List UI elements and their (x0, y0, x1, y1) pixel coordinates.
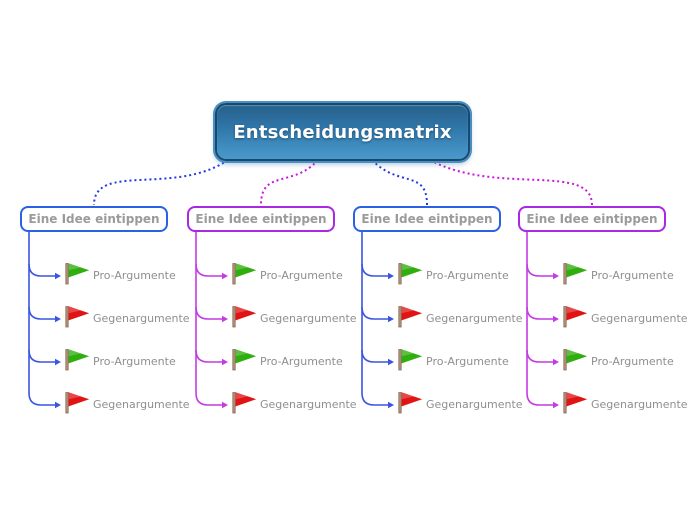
argument-label: Pro-Argumente (93, 268, 176, 282)
pro-flag-icon (563, 349, 588, 371)
pro-flag-icon (232, 263, 257, 285)
contra-flag-icon (232, 392, 257, 414)
pro-flag-icon (232, 349, 257, 371)
argument-node[interactable]: Gegenargumente (397, 391, 523, 417)
root-connector-idea-4 (429, 159, 593, 206)
branch-line (526, 349, 554, 363)
branch-lines-layer (28, 232, 559, 409)
argument-label: Gegenargumente (260, 397, 357, 411)
argument-node[interactable]: Pro-Argumente (231, 262, 343, 288)
arrowhead-icon (55, 358, 61, 366)
branch-line (526, 232, 554, 406)
arrowhead-icon (222, 358, 228, 366)
arrowhead-icon (553, 272, 559, 280)
branch-line (195, 306, 223, 320)
arrowhead-icon (553, 401, 559, 409)
pro-flag-icon (398, 349, 423, 371)
idea-node[interactable]: Eine Idee eintippen (20, 206, 168, 232)
branch-line (195, 349, 223, 363)
argument-label: Pro-Argumente (426, 354, 509, 368)
argument-node[interactable]: Gegenargumente (562, 391, 688, 417)
idea-node[interactable]: Eine Idee eintippen (518, 206, 666, 232)
arrowhead-icon (222, 401, 228, 409)
arrowhead-icon (222, 315, 228, 323)
arrowhead-icon (553, 358, 559, 366)
pro-flag-icon (65, 349, 90, 371)
arrowhead-icon (55, 315, 61, 323)
branch-line (361, 349, 389, 363)
argument-label: Gegenargumente (93, 397, 190, 411)
idea-node[interactable]: Eine Idee eintippen (187, 206, 335, 232)
contra-flag-icon (398, 306, 423, 328)
branch-line (361, 306, 389, 320)
arrowhead-icon (388, 358, 394, 366)
branch-line (28, 263, 56, 277)
contra-flag-icon (65, 392, 90, 414)
argument-node[interactable]: Gegenargumente (397, 305, 523, 331)
branch-line (361, 232, 389, 406)
argument-label: Pro-Argumente (591, 354, 674, 368)
argument-node[interactable]: Pro-Argumente (397, 348, 509, 374)
argument-node[interactable]: Gegenargumente (64, 391, 190, 417)
branch-line (28, 306, 56, 320)
argument-label: Gegenargumente (260, 311, 357, 325)
argument-node[interactable]: Gegenargumente (231, 305, 357, 331)
idea-label: Eine Idee eintippen (195, 212, 327, 226)
contra-flag-icon (563, 392, 588, 414)
root-connector-idea-2 (260, 159, 319, 206)
argument-node[interactable]: Gegenargumente (562, 305, 688, 331)
argument-label: Pro-Argumente (591, 268, 674, 282)
pro-flag-icon (563, 263, 588, 285)
argument-node[interactable]: Gegenargumente (231, 391, 357, 417)
pro-flag-icon (398, 263, 423, 285)
arrowhead-icon (388, 401, 394, 409)
argument-label: Gegenargumente (591, 397, 688, 411)
pro-flag-icon (65, 263, 90, 285)
argument-node[interactable]: Pro-Argumente (397, 262, 509, 288)
argument-label: Pro-Argumente (426, 268, 509, 282)
idea-label: Eine Idee eintippen (361, 212, 493, 226)
branch-line (526, 263, 554, 277)
argument-node[interactable]: Pro-Argumente (562, 262, 674, 288)
root-connector-idea-1 (93, 159, 229, 206)
argument-label: Gegenargumente (426, 311, 523, 325)
argument-label: Gegenargumente (426, 397, 523, 411)
arrowhead-icon (553, 315, 559, 323)
contra-flag-icon (65, 306, 90, 328)
root-topic[interactable]: Entscheidungsmatrix (215, 103, 470, 161)
arrowhead-icon (388, 272, 394, 280)
arrowhead-icon (55, 272, 61, 280)
argument-node[interactable]: Pro-Argumente (231, 348, 343, 374)
argument-label: Pro-Argumente (260, 354, 343, 368)
root-topic-label: Entscheidungsmatrix (233, 121, 452, 143)
argument-label: Gegenargumente (591, 311, 688, 325)
argument-label: Gegenargumente (93, 311, 190, 325)
branch-line (195, 263, 223, 277)
branch-line (28, 232, 56, 406)
contra-flag-icon (398, 392, 423, 414)
branch-line (28, 349, 56, 363)
contra-flag-icon (232, 306, 257, 328)
contra-flag-icon (563, 306, 588, 328)
branch-line (361, 263, 389, 277)
branch-line (195, 232, 223, 406)
idea-label: Eine Idee eintippen (526, 212, 658, 226)
root-connector-idea-3 (371, 159, 428, 206)
argument-node[interactable]: Pro-Argumente (562, 348, 674, 374)
argument-node[interactable]: Pro-Argumente (64, 262, 176, 288)
argument-label: Pro-Argumente (93, 354, 176, 368)
argument-node[interactable]: Pro-Argumente (64, 348, 176, 374)
argument-label: Pro-Argumente (260, 268, 343, 282)
arrowhead-icon (222, 272, 228, 280)
arrowhead-icon (388, 315, 394, 323)
idea-label: Eine Idee eintippen (28, 212, 160, 226)
arrowhead-icon (55, 401, 61, 409)
idea-node[interactable]: Eine Idee eintippen (353, 206, 501, 232)
branch-line (526, 306, 554, 320)
argument-node[interactable]: Gegenargumente (64, 305, 190, 331)
